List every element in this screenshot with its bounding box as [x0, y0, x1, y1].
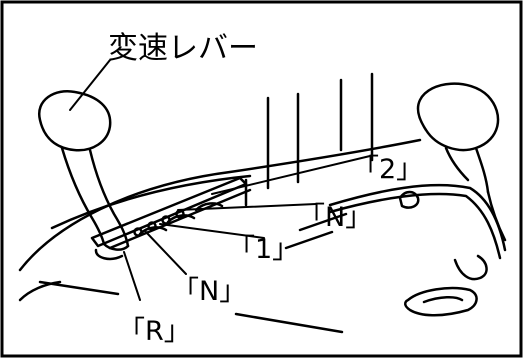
- right-rail: [328, 183, 507, 317]
- r-leader: [123, 251, 141, 301]
- gear-label-n-lower: 「N」: [172, 276, 246, 307]
- one-leader: [159, 223, 265, 239]
- console-hood: [18, 138, 422, 272]
- background-pillars: [244, 72, 374, 207]
- shift-shaft-left: [60, 146, 106, 246]
- gear-label-r: 「R」: [118, 316, 191, 347]
- console-hood-lower: [50, 174, 252, 230]
- lower-left-curve: [18, 280, 62, 302]
- secondary-lever: [416, 82, 507, 242]
- shift-shaft-right: [88, 148, 130, 248]
- gear-label-1: 「1」: [228, 234, 299, 265]
- gate-detents: [133, 209, 185, 237]
- leader-lines: [69, 59, 371, 301]
- n-upper-leader: [177, 203, 317, 211]
- shift-lever: [37, 90, 130, 251]
- line-art: [18, 59, 507, 334]
- mid-right-slot: [398, 190, 420, 209]
- gear-label-n-upper: 「N」: [298, 202, 372, 233]
- n-lower-leader: [145, 231, 187, 275]
- shift-shaft-base: [102, 242, 130, 251]
- title-label: 変速レバー: [108, 31, 258, 66]
- base-line-right: [234, 312, 344, 334]
- lower-gate-line: [298, 212, 348, 232]
- gear-label-2: 「2」: [352, 154, 423, 185]
- shift-knob: [37, 90, 112, 152]
- lower-gate-line-2: [284, 230, 334, 250]
- two-leader: [211, 155, 371, 195]
- title-leader: [69, 59, 111, 111]
